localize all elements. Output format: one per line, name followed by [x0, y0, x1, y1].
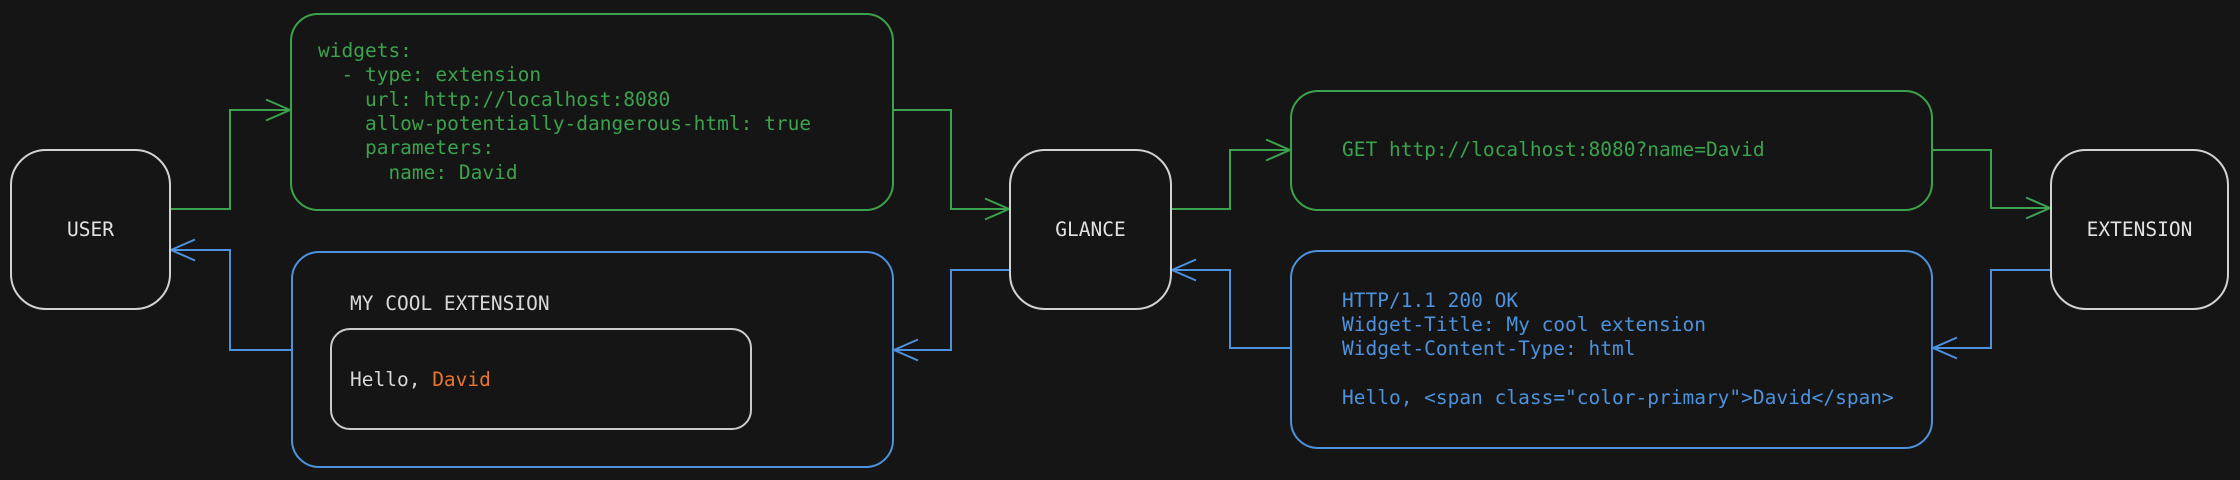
arrow-glance-to-preview [891, 269, 1009, 362]
user-label: USER [67, 218, 114, 241]
arrow-response-to-glance [1169, 258, 1290, 349]
extension-label: EXTENSION [2086, 218, 2193, 241]
http-request-box: GET http://localhost:8080?name=David [1290, 90, 1933, 211]
arrow-request-to-extension [1933, 149, 2053, 220]
http-response-box: HTTP/1.1 200 OK Widget-Title: My cool ex… [1290, 250, 1933, 449]
glance-node: GLANCE [1009, 149, 1172, 310]
user-node: USER [10, 149, 171, 310]
widget-inner-box: Hello, David [330, 328, 752, 430]
extension-node: EXTENSION [2050, 149, 2229, 310]
arrow-user-to-config [170, 98, 293, 210]
arrow-extension-to-response [1930, 269, 2050, 360]
widget-greeting: Hello, David [332, 368, 491, 391]
config-yaml-code: widgets: - type: extension url: http://l… [318, 39, 812, 184]
http-response-code: HTTP/1.1 200 OK Widget-Title: My cool ex… [1342, 288, 1894, 409]
arrow-config-to-glance [893, 109, 1012, 221]
greeting-name: David [432, 367, 491, 391]
http-request-text: GET http://localhost:8080?name=David [1342, 138, 1765, 162]
widget-preview-box: MY COOL EXTENSION Hello, David [291, 251, 894, 468]
arrow-glance-to-request [1172, 138, 1293, 210]
greeting-prefix: Hello, [350, 367, 433, 391]
arrow-preview-to-user [168, 238, 291, 351]
glance-label: GLANCE [1055, 218, 1126, 241]
widget-preview-title: MY COOL EXTENSION [350, 292, 550, 315]
config-yaml-box: widgets: - type: extension url: http://l… [290, 13, 894, 211]
